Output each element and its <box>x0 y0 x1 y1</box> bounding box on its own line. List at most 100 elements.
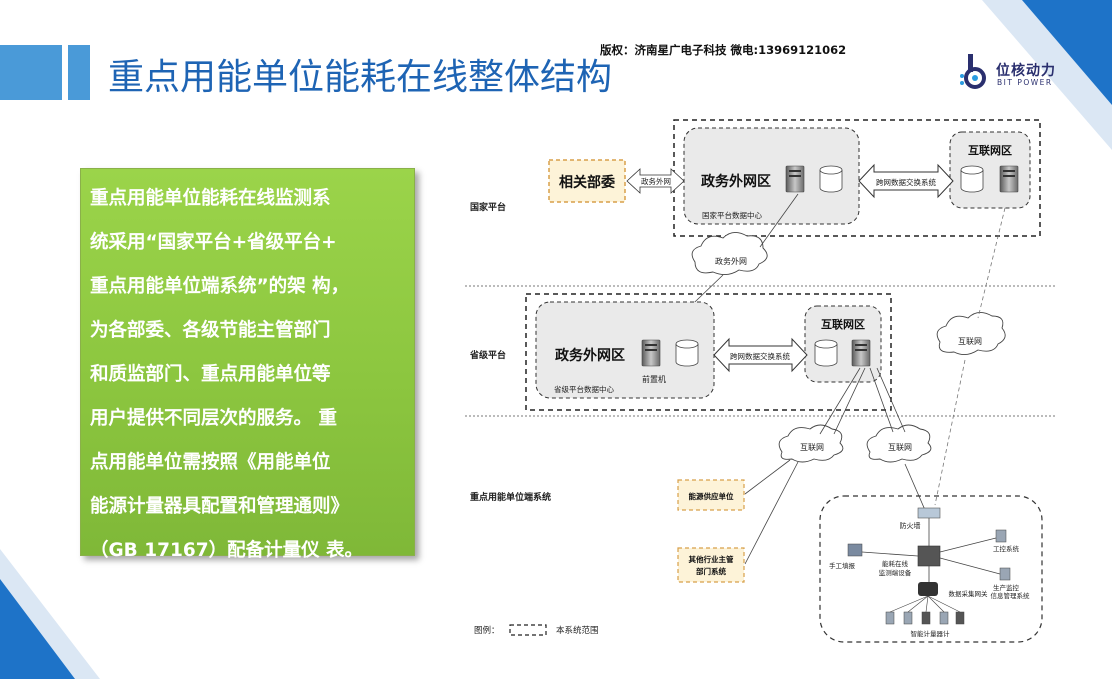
gateway-label: 数据采集网关 <box>949 589 989 598</box>
link-line <box>977 207 1006 319</box>
link-line <box>819 367 861 435</box>
gateway-icon <box>918 582 938 596</box>
other-dept-label-2: 部门系统 <box>696 566 726 576</box>
title-accent-bar <box>0 45 62 100</box>
national-exchange-label: 跨网数据交换系统 <box>876 177 936 187</box>
server-icon <box>785 165 805 193</box>
provincial-scope-box <box>525 293 892 411</box>
firewall-label: 防火墙 <box>900 521 921 530</box>
description-line: 点用能单位需按照《用能单位 <box>90 452 331 473</box>
double-arrow-icon <box>858 163 954 199</box>
database-icon <box>819 165 843 193</box>
meter-icon <box>955 611 965 625</box>
link-line <box>904 463 926 511</box>
description-text: 重点用能单位能耗在线监测系 统采用“国家平台+省级平台+ 重点用能单位端系统”的… <box>90 177 415 573</box>
manual-label: 手工填报 <box>829 561 856 570</box>
link-line <box>869 367 894 433</box>
database-icon <box>960 165 984 193</box>
link-line <box>927 595 945 613</box>
provincial-internet-zone-label: 互联网区 <box>821 317 865 331</box>
description-line: 能源计量器具配置和管理通则》 <box>90 496 350 517</box>
corner-decoration-top <box>1022 0 1112 105</box>
cloud-icon <box>778 424 844 463</box>
row-label-national: 国家平台 <box>470 201 506 213</box>
description-line: 和质监部门、重点用能单位等 <box>90 364 331 385</box>
national-gov-zone-label: 政务外网区 <box>701 173 771 190</box>
national-internet-zone-label: 互联网区 <box>968 143 1012 157</box>
description-panel <box>80 168 415 556</box>
terminal-device-icon <box>917 545 941 567</box>
link-line <box>833 367 866 435</box>
production-system-icon <box>999 567 1011 581</box>
firewall-icon <box>917 507 941 519</box>
link-line <box>876 367 906 433</box>
provincial-gov-zone-label: 政务外网区 <box>555 347 625 364</box>
cloud-icon <box>936 312 1006 355</box>
enterprise-scope-box <box>819 495 1043 643</box>
national-data-center-label: 国家平台数据中心 <box>702 210 762 220</box>
double-arrow-icon <box>626 168 685 194</box>
server-icon <box>851 339 871 367</box>
server-icon <box>999 165 1019 193</box>
other-dept-label-1: 其他行业主管 <box>689 554 734 564</box>
database-icon <box>675 339 699 367</box>
logo-icon <box>960 54 986 89</box>
production-label-1: 生产监控 <box>993 583 1020 592</box>
database-icon <box>814 339 838 367</box>
provincial-data-center-label: 省级平台数据中心 <box>554 384 614 394</box>
architecture-diagram: 国家平台 省级平台 重点用能单位端系统 相关部委 政务外网 政务外网区 国家平台… <box>465 119 1055 643</box>
cloud-internet-label-left: 互联网 <box>800 443 824 452</box>
legend-suffix: 本系统范围 <box>556 625 599 636</box>
legend-prefix: 图例： <box>474 625 500 636</box>
logo-subtext: BIT POWER <box>997 78 1053 87</box>
manual-input-icon <box>847 543 863 557</box>
meter-icon <box>921 611 931 625</box>
link-line <box>759 193 799 248</box>
national-gov-zone <box>683 127 860 225</box>
provincial-gov-zone <box>535 301 715 399</box>
cloud-icon <box>866 424 932 463</box>
link-line <box>939 537 997 553</box>
link-line <box>861 551 919 557</box>
provincial-exchange-label: 跨网数据交换系统 <box>730 351 790 361</box>
description-line: 统采用“国家平台+省级平台+ <box>90 232 337 253</box>
description-line: 为各部委、各级节能主管部门 <box>90 320 331 341</box>
slide-title: 重点用能单位能耗在线整体结构 <box>108 57 613 98</box>
cloud-internet-label-mid: 互联网 <box>888 443 912 452</box>
row-label-unit: 重点用能单位端系统 <box>470 491 551 503</box>
production-label-2: 信息管理系统 <box>991 591 1031 600</box>
energy-supply-box <box>677 479 745 511</box>
control-system-icon <box>995 529 1007 543</box>
description-line: 重点用能单位能耗在线监测系 <box>90 188 331 209</box>
link-line <box>907 595 929 613</box>
description-line: 用户提供不同层次的服务。 重 <box>90 408 337 429</box>
national-scope-box <box>673 119 1041 237</box>
description-line: 重点用能单位端系统”的架 构， <box>90 276 350 297</box>
link-line <box>889 595 929 613</box>
meters-label: 智能计量器计 <box>911 629 951 638</box>
terminal-label-2: 监测端设备 <box>879 568 912 577</box>
link-line <box>939 557 1001 575</box>
meter-icon <box>903 611 913 625</box>
dept-label: 相关部委 <box>559 174 615 191</box>
meter-icon <box>885 611 895 625</box>
link-line <box>744 459 791 495</box>
control-label: 工控系统 <box>993 544 1020 553</box>
cloud-internet-label-right: 互联网 <box>958 337 982 346</box>
front-machine-label: 前置机 <box>642 374 666 384</box>
server-icon <box>641 339 661 367</box>
corner-decoration-bottom <box>0 579 75 679</box>
other-dept-box <box>677 547 745 583</box>
terminal-label-1: 能耗在线 <box>882 559 909 568</box>
copyright-note: 版权：济南星广电子科技 微电:13969121062 <box>600 43 847 57</box>
title-accent-bar-small <box>68 45 90 100</box>
link-line <box>744 461 799 565</box>
energy-supply-label: 能源供应单位 <box>689 491 734 501</box>
double-arrow-icon <box>713 337 808 373</box>
cloud-icon <box>691 232 768 275</box>
link-line <box>927 595 961 613</box>
dept-link-label: 政务外网 <box>641 176 671 186</box>
cloud-gov-label: 政务外网 <box>715 256 747 266</box>
meter-icon <box>939 611 949 625</box>
dept-box <box>548 159 626 203</box>
